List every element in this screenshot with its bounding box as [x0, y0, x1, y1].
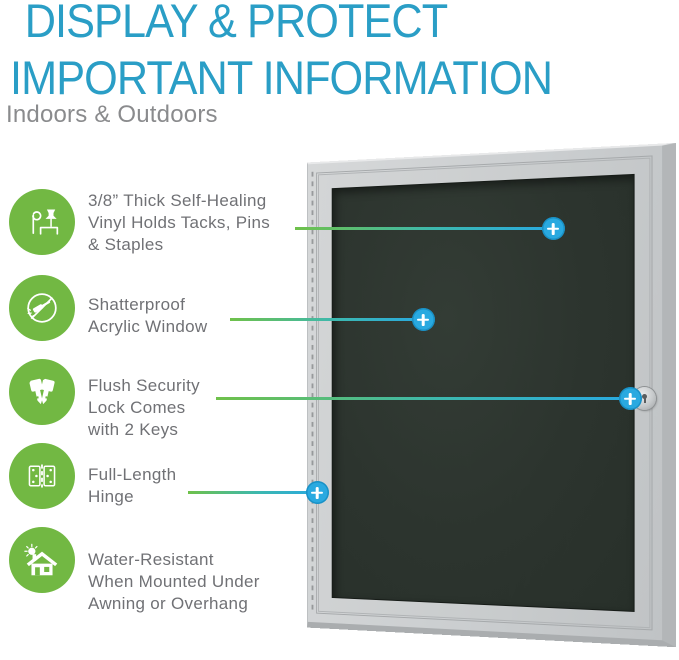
callout-line-vinyl — [295, 227, 553, 230]
feature-line: Hinge — [88, 487, 134, 506]
feature-line: Acrylic Window — [88, 317, 208, 336]
callout-line-lock — [216, 397, 630, 400]
feature-line: with 2 Keys — [88, 420, 179, 439]
hinge-plus-marker-icon — [305, 481, 329, 504]
page-subtitle: Indoors & Outdoors — [6, 101, 218, 128]
feature-line: Vinyl Holds Tacks, Pins — [88, 213, 271, 232]
feature-line: 3/8” Thick Self-Healing — [88, 191, 267, 210]
feature-line: Water-Resistant — [88, 550, 214, 569]
vinyl-plus-marker-icon — [541, 217, 565, 240]
feature-line: Awning or Overhang — [88, 594, 249, 613]
tack-pin-staple-icon — [32, 209, 59, 235]
feature-line: Shatterproof — [88, 295, 186, 314]
two-keys-icon — [29, 378, 55, 405]
page-title: DISPLAY & PROTECT IMPORTANT INFORMATION — [10, 0, 553, 106]
door-hinge-icon — [28, 464, 56, 488]
feature-icon-circle-hinge — [9, 443, 75, 509]
callout-line-hinge — [188, 491, 317, 494]
board-tack-surface — [331, 173, 635, 612]
feature-line: When Mounted Under — [88, 572, 260, 591]
board-hinge-line — [311, 171, 314, 615]
feature-text-shatterproof: Shatterproof Acrylic Window — [88, 294, 207, 338]
feature-icon-circle-shatterproof — [9, 275, 75, 341]
feature-line: Full-Length — [88, 465, 177, 484]
house-sun-icon — [24, 543, 58, 576]
page-title-line1: DISPLAY & PROTECT — [24, 0, 448, 47]
acrylic-plus-marker-icon — [411, 308, 435, 331]
feature-text-water: Water-Resistant When Mounted Under Awnin… — [88, 549, 260, 615]
feature-line: Lock Comes — [88, 398, 186, 417]
feature-line: & Staples — [88, 235, 164, 254]
feature-text-vinyl: 3/8” Thick Self-Healing Vinyl Holds Tack… — [88, 190, 270, 256]
feature-icon-circle-water — [9, 527, 75, 593]
callout-line-acrylic — [230, 318, 423, 321]
feature-icon-circle-lock — [9, 359, 75, 425]
feature-text-hinge: Full-Length Hinge — [88, 464, 176, 508]
lock-plus-marker-icon — [618, 387, 642, 410]
feature-line: Flush Security — [88, 376, 200, 395]
no-hammer-shatterproof-icon — [27, 293, 57, 323]
feature-text-lock: Flush Security Lock Comes with 2 Keys — [88, 375, 200, 441]
page-title-line2: IMPORTANT INFORMATION — [10, 51, 553, 104]
feature-icon-circle-vinyl — [9, 189, 75, 255]
